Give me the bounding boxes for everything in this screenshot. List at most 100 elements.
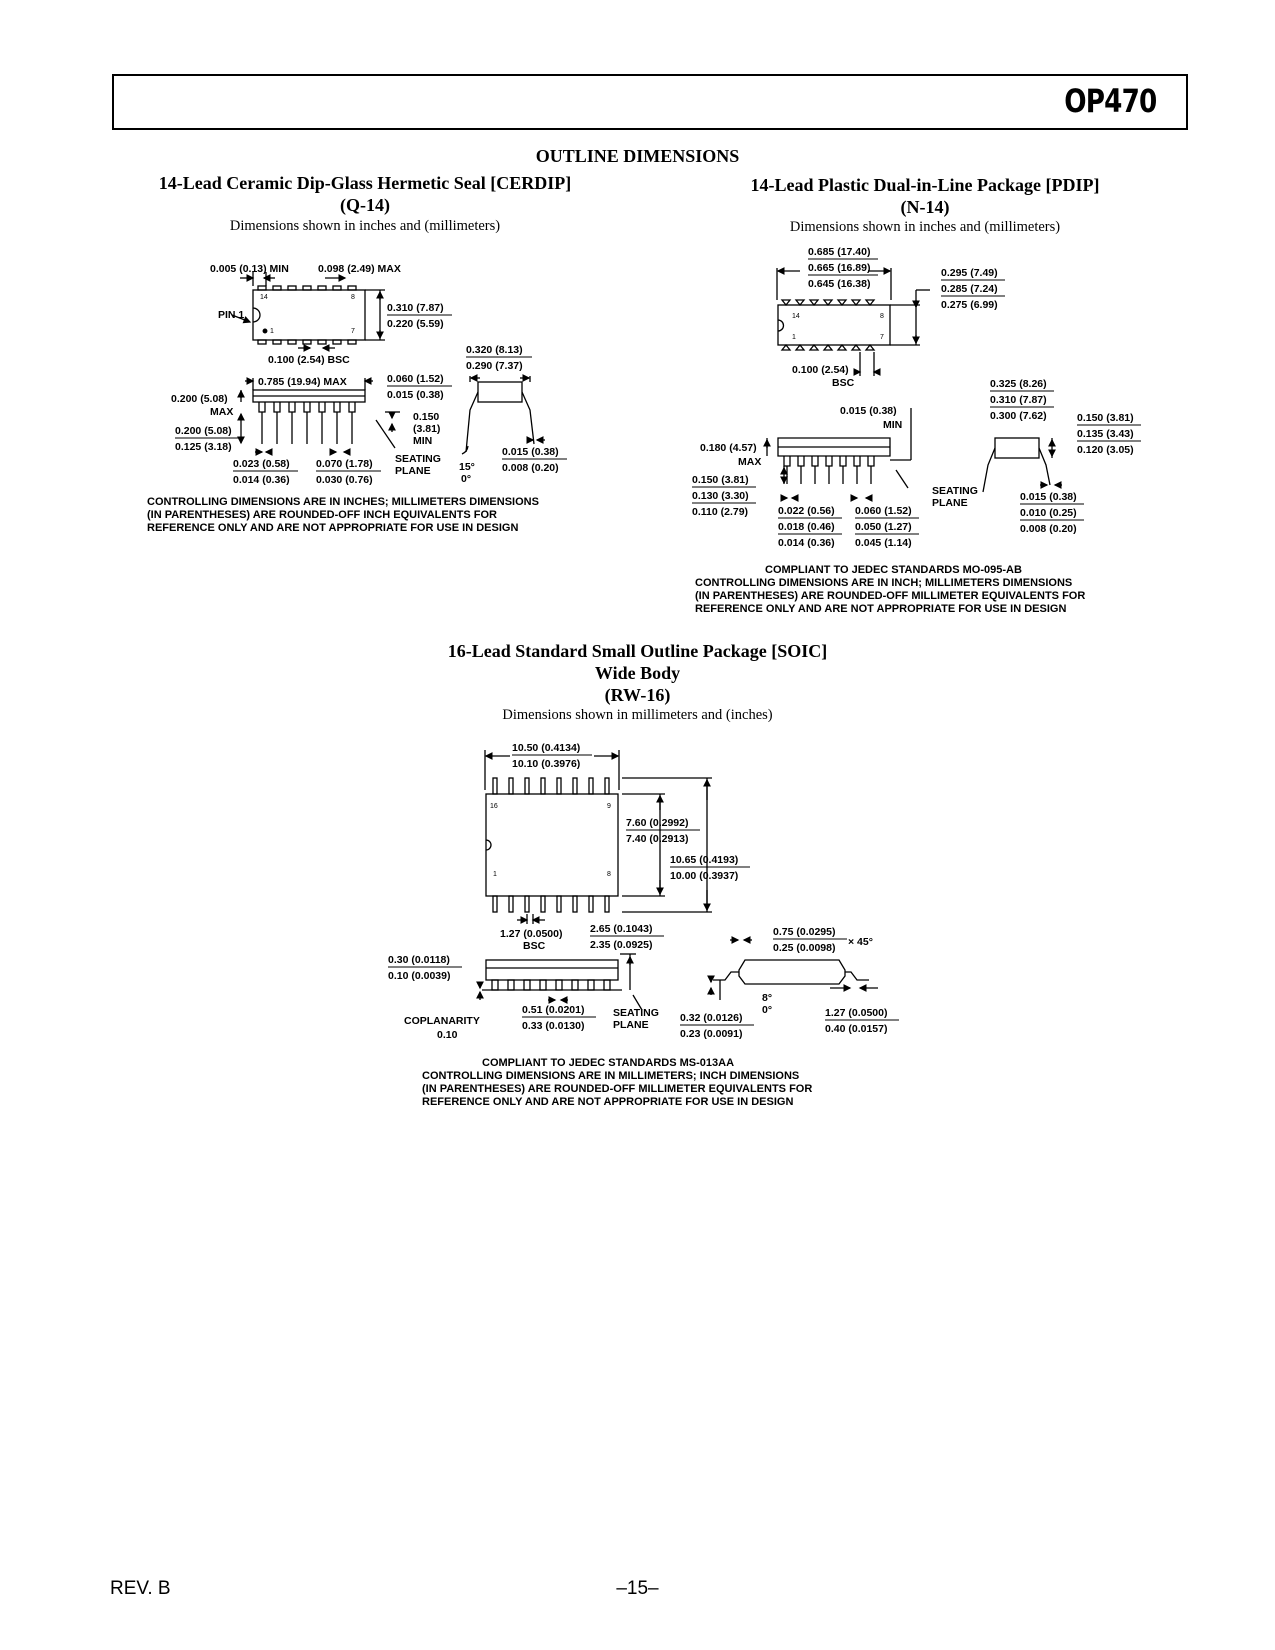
- pdip-dim-6b: 0.135 (3.43): [1077, 428, 1134, 440]
- pdip-dim-10c: 0.045 (1.14): [855, 537, 912, 549]
- pdip-dim-6c: 0.120 (3.05): [1077, 444, 1134, 456]
- pdip-side-body: [777, 437, 891, 457]
- pdip-note-3: (IN PARENTHESES) ARE ROUNDED-OFF MILLIME…: [695, 590, 1085, 602]
- cerdip-dim-5a: 0.320 (8.13): [466, 344, 523, 356]
- section-title: OUTLINE DIMENSIONS: [535, 146, 740, 166]
- cerdip-dim-1: 0.005 (0.13) MIN: [210, 263, 289, 275]
- pdip-dim-4a: 0.325 (8.26): [990, 378, 1047, 390]
- soic-dim-8b: 0.33 (0.0130): [522, 1020, 584, 1032]
- pdip-title: 14-Lead Plastic Dual-in-Line Package [PD…: [670, 174, 1180, 218]
- soic-side-body: [485, 959, 619, 981]
- pdip-title-line1: 14-Lead Plastic Dual-in-Line Package [PD…: [750, 175, 1100, 195]
- soic-title-line2: Wide Body: [594, 663, 681, 683]
- cerdip-top-pins: [257, 285, 357, 345]
- cerdip-dim-13b: 0.008 (0.20): [502, 462, 559, 474]
- soic-coplanarity: COPLANARITY: [404, 1015, 480, 1027]
- pdip-fraction-bars: [692, 258, 1141, 535]
- cerdip-angle-2: 0°: [461, 473, 471, 485]
- cerdip-dim-2: 0.098 (2.49) MAX: [318, 263, 401, 275]
- pdip-subtitle: Dimensions shown in inches and (millimet…: [789, 219, 1061, 235]
- soic-dim-7b: 0.10 (0.0039): [388, 970, 450, 982]
- soic-fraction-bars: [388, 754, 899, 1026]
- cerdip-pin14: 14: [260, 294, 268, 301]
- soic-seating-1: SEATING: [613, 1007, 659, 1019]
- soic-dim-5b: 2.35 (0.0925): [590, 939, 652, 951]
- cerdip-side-leads: [258, 402, 356, 444]
- soic-coplanarity-value: 0.10: [437, 1029, 458, 1041]
- soic-end-body: [738, 959, 846, 985]
- page-number: –15–: [616, 1578, 659, 1599]
- pdip-drawing: [763, 267, 1062, 502]
- cerdip-note-3: REFERENCE ONLY AND ARE NOT APPROPRIATE F…: [147, 522, 518, 534]
- cerdip-pin8: 8: [351, 294, 355, 301]
- pdip-dim-2c: 0.275 (6.99): [941, 299, 998, 311]
- soic-dim-9a: 0.32 (0.0126): [680, 1012, 742, 1024]
- cerdip-dim-8b: MAX: [210, 406, 233, 418]
- pdip-seating-2: PLANE: [932, 497, 968, 509]
- pdip-note-1: COMPLIANT TO JEDEC STANDARDS MO-095-AB: [765, 564, 1022, 576]
- soic-title-line1: 16-Lead Standard Small Outline Package […: [447, 641, 828, 661]
- pdip-dim-5a: 0.015 (0.38): [840, 405, 897, 417]
- soic-note-2: CONTROLLING DIMENSIONS ARE IN MILLIMETER…: [422, 1070, 799, 1082]
- soic-dim-3b: 10.00 (0.3937): [670, 870, 738, 882]
- pdip-dim-2a: 0.295 (7.49): [941, 267, 998, 279]
- soic-dim-1a: 10.50 (0.4134): [512, 742, 580, 754]
- pdip-dim-1b: 0.665 (16.89): [808, 262, 870, 274]
- cerdip-dim-11a: 0.023 (0.58): [233, 458, 290, 470]
- soic-pin16: 16: [490, 803, 498, 810]
- soic-pin1: 1: [493, 871, 497, 878]
- soic-subtitle: Dimensions shown in millimeters and (inc…: [502, 707, 773, 723]
- soic-dim-4a: 1.27 (0.0500): [500, 928, 562, 940]
- pdip-note-2: CONTROLLING DIMENSIONS ARE IN INCH; MILL…: [695, 577, 1072, 589]
- cerdip-dim-10b: 0.125 (3.18): [175, 441, 232, 453]
- cerdip-note-2: (IN PARENTHESES) ARE ROUNDED-OFF INCH EQ…: [147, 509, 497, 521]
- soic-pin8: 8: [607, 871, 611, 878]
- cerdip-end-body: [477, 381, 523, 403]
- soic-dim-4b: BSC: [523, 940, 546, 952]
- soic-drawing: [476, 750, 878, 1011]
- soic-note-3: (IN PARENTHESES) ARE ROUNDED-OFF MILLIME…: [422, 1083, 812, 1095]
- pdip-dim-7a: 0.180 (4.57): [700, 442, 757, 454]
- soic-labels: 10.50 (0.4134) 10.10 (0.3976) 16 9 1 8 7…: [388, 742, 887, 1041]
- pdip-dim-11b: 0.010 (0.25): [1020, 507, 1077, 519]
- cerdip-seating-2: PLANE: [395, 465, 431, 477]
- cerdip-pin7: 7: [351, 328, 355, 335]
- cerdip-title: 14-Lead Ceramic Dip-Glass Hermetic Seal …: [115, 172, 615, 216]
- soic-note-4: REFERENCE ONLY AND ARE NOT APPROPRIATE F…: [422, 1096, 793, 1108]
- cerdip-dim-9a: 0.150: [413, 411, 439, 423]
- soic-pin9: 9: [607, 803, 611, 810]
- cerdip-dim-13a: 0.015 (0.38): [502, 446, 559, 458]
- soic-title-line3: (RW-16): [604, 685, 671, 705]
- pdip-dim-10a: 0.060 (1.52): [855, 505, 912, 517]
- soic-side-leads: [491, 979, 611, 991]
- cerdip-dim-6: 0.785 (19.94) MAX: [258, 376, 347, 388]
- cerdip-dim-9b: (3.81): [413, 423, 440, 435]
- soic-dim-6c: × 45°: [848, 936, 873, 948]
- cerdip-note-1: CONTROLLING DIMENSIONS ARE IN INCHES; MI…: [147, 496, 539, 508]
- cerdip-dim-8a: 0.200 (5.08): [171, 393, 228, 405]
- cerdip-subtitle: Dimensions shown in inches and (millimet…: [229, 218, 501, 234]
- soic-seating-2: PLANE: [613, 1019, 649, 1031]
- cerdip-labels: 0.005 (0.13) MIN 0.098 (2.49) MAX PIN 1 …: [171, 263, 559, 486]
- pdip-dim-3b: BSC: [832, 377, 855, 389]
- pdip-title-line2: (N-14): [900, 197, 950, 217]
- soic-dim-5a: 2.65 (0.1043): [590, 923, 652, 935]
- revision-label: REV. B: [110, 1578, 171, 1599]
- pdip-dim-7b: MAX: [738, 456, 761, 468]
- cerdip-dim-11b: 0.014 (0.36): [233, 474, 290, 486]
- cerdip-angle-1: 15°: [459, 461, 475, 473]
- cerdip-dim-7b: 0.015 (0.38): [387, 389, 444, 401]
- cerdip-pin1n: 1: [270, 328, 274, 335]
- cerdip-dim-12a: 0.070 (1.78): [316, 458, 373, 470]
- pdip-dim-1a: 0.685 (17.40): [808, 246, 870, 258]
- pdip-end-body: [994, 437, 1040, 459]
- pdip-dim-4b: 0.310 (7.87): [990, 394, 1047, 406]
- cerdip-dim-4: 0.100 (2.54) BSC: [268, 354, 350, 366]
- cerdip-dim-9c: MIN: [413, 435, 432, 447]
- pdip-seating-1: SEATING: [932, 485, 978, 497]
- pdip-dim-9b: 0.018 (0.46): [778, 521, 835, 533]
- pdip-dim-8c: 0.110 (2.79): [692, 506, 748, 518]
- pdip-dim-6a: 0.150 (3.81): [1077, 412, 1134, 424]
- soic-angle-2: 0°: [762, 1004, 772, 1016]
